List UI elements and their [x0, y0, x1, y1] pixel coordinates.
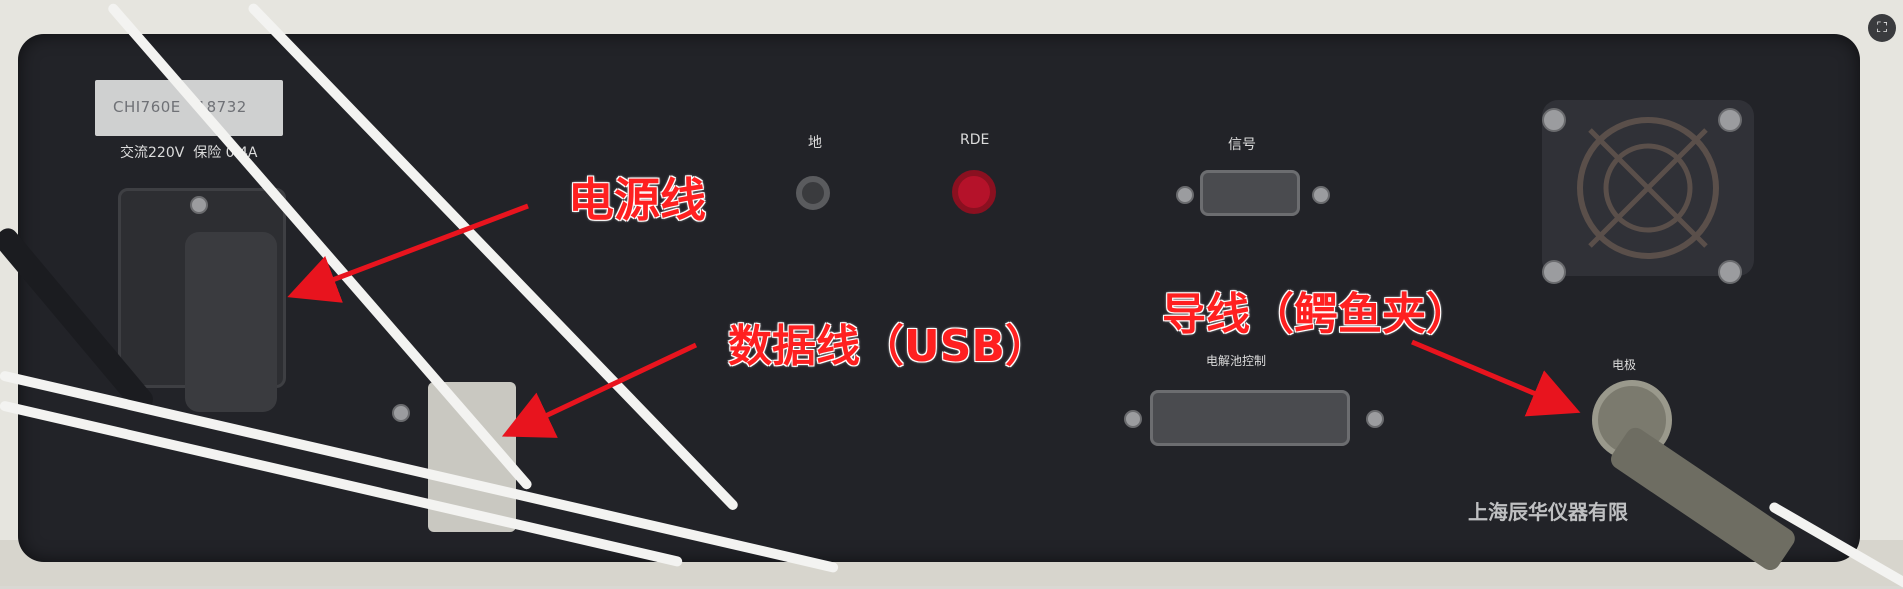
fullscreen-icon[interactable]: ⛶	[1868, 14, 1896, 42]
data-cable-arrow	[520, 345, 696, 428]
power-cable-annotation: 电源线	[568, 164, 706, 230]
lead-wire-arrow	[1412, 342, 1562, 405]
power-cable-arrow	[306, 206, 528, 290]
lead-wire-annotation: 导线（鳄鱼夹）	[1162, 278, 1470, 342]
data-cable-annotation: 数据线（USB）	[728, 310, 1049, 374]
